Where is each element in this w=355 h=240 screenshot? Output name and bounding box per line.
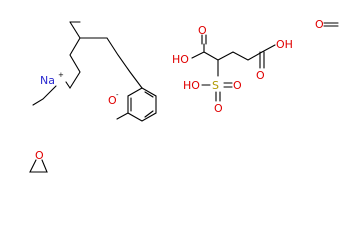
ethyl-bond [32, 85, 57, 106]
acid2-hydroxyl: OH [276, 38, 293, 51]
sulfur-label: S [212, 79, 219, 92]
sodium-label: Na [40, 74, 55, 87]
phenoxide-charge: - [116, 91, 119, 99]
acid-backbone [203, 43, 263, 61]
oxirane-fragment: O [29, 149, 48, 173]
acid1-c-oh-bond [191, 51, 205, 59]
benzene-inner-bond-1 [144, 91, 154, 98]
acid2-c-oh-bond [261, 44, 276, 53]
benzene-ring [127, 87, 157, 122]
phenoxide-oxygen-label: O [108, 94, 117, 107]
na-chain-bond [65, 81, 71, 89]
phenolate-c-o-bond [116, 112, 129, 120]
sulfonyl-oxygen-below: O [214, 102, 223, 115]
acid1-hydroxyl: HO [172, 53, 189, 66]
formaldehyde-oxygen: O [315, 18, 324, 31]
oxirane-ring [29, 159, 48, 173]
formaldehyde-fragment: O [315, 18, 339, 31]
benzene-inner-bond-2 [144, 110, 154, 118]
acid1-carbonyl-oxygen: O [198, 24, 207, 37]
sulfonyl-oxygen-right: O [233, 79, 242, 92]
phenolate-sodium-fragment: Na + O - [32, 21, 157, 122]
oxirane-oxygen: O [35, 149, 44, 162]
chemical-structure-canvas: Na + O - O HO OH O HO S O O O [29, 18, 339, 173]
sodium-charge: + [58, 71, 64, 79]
alkyl-chain-bond-right [79, 37, 143, 89]
alkyl-chain-bond [69, 21, 81, 89]
sulfonic-hydroxyl: HO [183, 79, 200, 92]
acid2-carbonyl-oxygen: O [256, 69, 265, 82]
sulfosuccinic-acid-fragment: O HO OH O HO S O O [172, 24, 293, 115]
